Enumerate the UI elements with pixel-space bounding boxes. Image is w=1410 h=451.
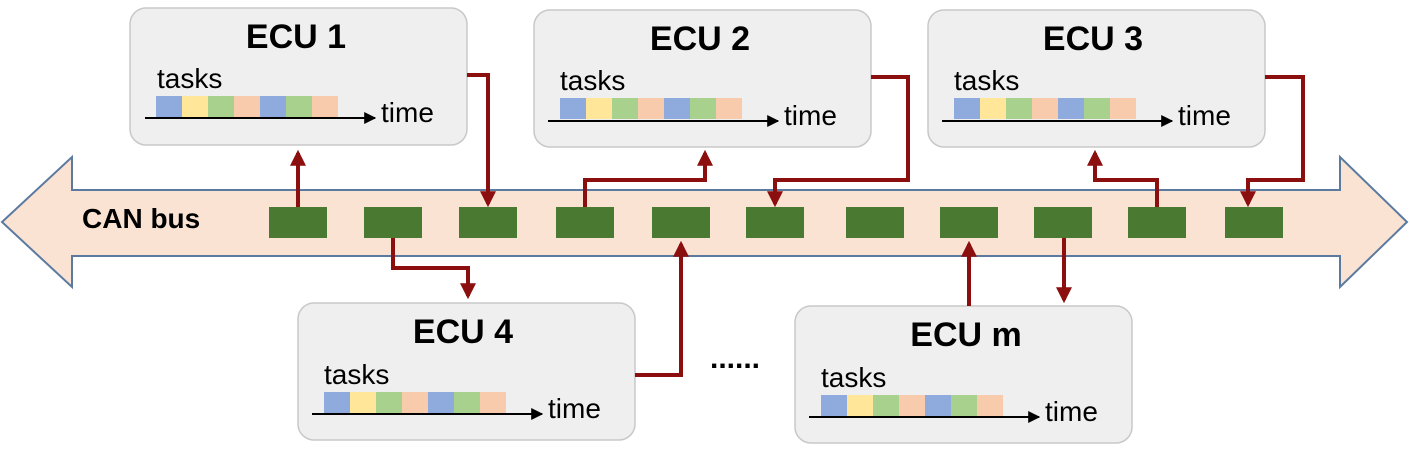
- task-block: [847, 395, 873, 416]
- ecu-m: ECU m tasks time: [794, 305, 1133, 444]
- can-bus-label: CAN bus: [82, 203, 200, 234]
- task-blocks: [954, 98, 1136, 119]
- ecu-4: ECU 4 tasks time: [297, 302, 636, 441]
- task-block: [899, 395, 925, 416]
- time-label: time: [548, 393, 601, 424]
- task-block: [402, 392, 428, 413]
- task-block: [821, 395, 847, 416]
- ecu-title: ECU 4: [413, 313, 513, 351]
- link-arrow: [635, 240, 689, 377]
- task-block: [1058, 98, 1084, 119]
- task-block: [951, 395, 977, 416]
- task-block: [1006, 98, 1032, 119]
- task-block: [208, 96, 234, 117]
- task-block: [260, 96, 286, 117]
- bus-frame: [1034, 207, 1092, 238]
- task-block: [980, 98, 1006, 119]
- bus-frame: [364, 207, 422, 238]
- time-label: time: [1045, 396, 1098, 427]
- time-label: time: [784, 100, 837, 131]
- bus-frame: [746, 207, 804, 238]
- task-block: [716, 98, 742, 119]
- connections: [290, 73, 1305, 377]
- ecu-1: ECU 1 tasks time: [129, 7, 468, 146]
- task-block: [1084, 98, 1110, 119]
- task-block: [612, 98, 638, 119]
- task-block: [286, 96, 312, 117]
- link-arrow: [1087, 149, 1159, 207]
- time-label: time: [381, 97, 434, 128]
- task-block: [156, 96, 182, 117]
- task-block: [350, 392, 376, 413]
- task-block: [586, 98, 612, 119]
- ellipsis: ......: [710, 342, 760, 375]
- bus-frame: [1225, 207, 1283, 238]
- bus-frame: [459, 207, 517, 238]
- link-arrow: [767, 75, 910, 208]
- ecu-title: ECU m: [910, 316, 1021, 354]
- tasks-label: tasks: [324, 359, 389, 390]
- task-block: [428, 392, 454, 413]
- tasks-label: tasks: [954, 65, 1019, 96]
- task-block: [480, 392, 506, 413]
- bus-frame: [556, 207, 614, 238]
- task-blocks: [821, 395, 1003, 416]
- task-blocks: [324, 392, 506, 413]
- task-block: [560, 98, 586, 119]
- task-block: [638, 98, 664, 119]
- tasks-label: tasks: [821, 362, 886, 393]
- bus-frames: [269, 207, 1283, 238]
- time-label: time: [1178, 100, 1231, 131]
- link-arrow: [467, 73, 496, 208]
- bus-frame: [846, 207, 904, 238]
- task-block: [182, 96, 208, 117]
- ecu-title: ECU 1: [246, 18, 346, 56]
- link-arrow: [1240, 75, 1305, 208]
- tasks-label: tasks: [560, 65, 625, 96]
- task-block: [324, 392, 350, 413]
- bus-frame: [940, 207, 998, 238]
- bus-frame: [652, 207, 710, 238]
- task-block: [690, 98, 716, 119]
- task-block: [873, 395, 899, 416]
- task-block: [925, 395, 951, 416]
- ecu-2: ECU 2 tasks time: [533, 9, 872, 148]
- task-block: [954, 98, 980, 119]
- task-block: [376, 392, 402, 413]
- task-block: [1032, 98, 1058, 119]
- task-blocks: [560, 98, 742, 119]
- ecu-3: ECU 3 tasks time: [927, 9, 1266, 148]
- task-block: [312, 96, 338, 117]
- task-block: [454, 392, 480, 413]
- ecu-title: ECU 3: [1043, 20, 1143, 58]
- task-blocks: [156, 96, 338, 117]
- ecu-title: ECU 2: [650, 20, 750, 58]
- task-block: [977, 395, 1003, 416]
- tasks-label: tasks: [157, 63, 222, 94]
- bus-frame: [1128, 207, 1186, 238]
- link-arrow: [583, 149, 713, 207]
- bus-frame: [269, 207, 327, 238]
- task-block: [234, 96, 260, 117]
- task-block: [664, 98, 690, 119]
- task-block: [1110, 98, 1136, 119]
- link-arrow: [391, 238, 476, 300]
